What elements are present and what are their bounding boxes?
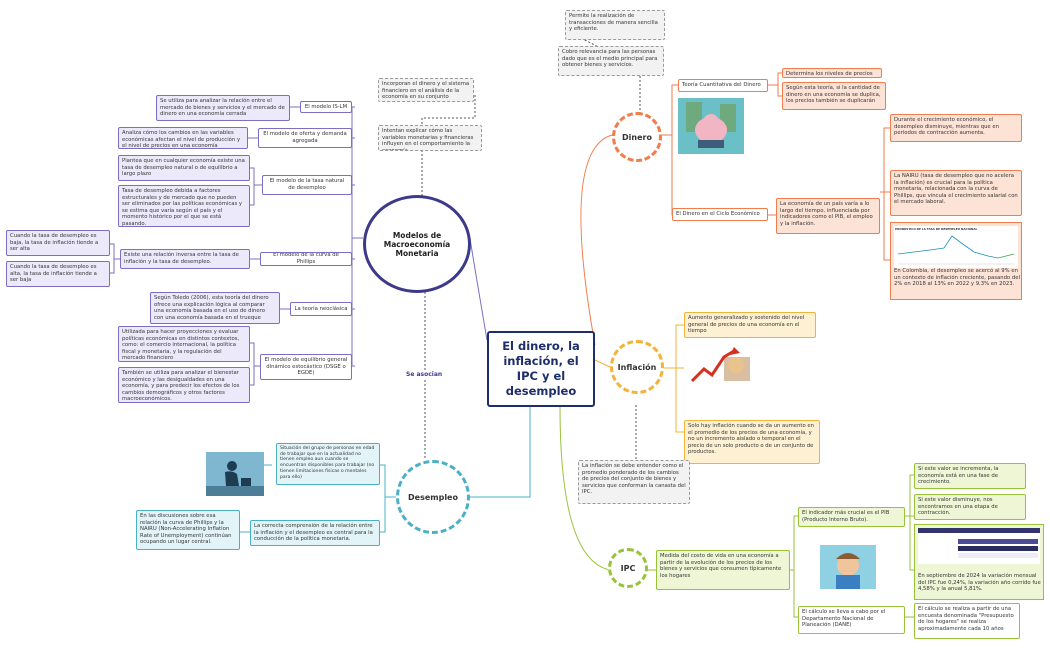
ipc-septiembre: En septiembre de 2024 la variación mensu…: [918, 573, 1041, 593]
tasa-natural-desc-1: Plantea que en cualquier economía existe…: [118, 155, 250, 181]
hub-inflacion[interactable]: Inflación: [610, 340, 664, 394]
ciclo-item-2: La NAIRU (tasa de desempleo que no acele…: [890, 170, 1022, 216]
pib-item-1: Si este valor se incrementa, la economía…: [914, 463, 1026, 489]
hub-dinero[interactable]: Dinero: [612, 112, 662, 162]
inflacion-note: La inflación se debe entender como el pr…: [578, 460, 690, 504]
tasa-natural-desc-2: Tasa de desempleo debida a factores estr…: [118, 185, 250, 227]
colombia-unemployment-panel: PRONÓSTICO DE LA TASA DE DESEMPLEO NACIO…: [890, 222, 1022, 300]
desempleo-nairu: En las discusiones sobre esa relación la…: [136, 510, 240, 550]
desempleo-desc: Situación del grupo de personas en edad …: [276, 443, 380, 485]
central-topic[interactable]: El dinero, la inflación, el IPC y el des…: [487, 331, 595, 407]
teoria-item-1: Determina los niveles de precios: [782, 68, 882, 78]
phillips-sub-1: Cuando la tasa de desempleo es baja, la …: [6, 230, 110, 256]
ipc-dane: El cálculo se lleva a cabo por el Depart…: [798, 606, 905, 634]
inflacion-item-1: Aumento generalizado y sostenido del niv…: [684, 312, 816, 338]
hub-modelos[interactable]: Modelos de Macroeconomía Monetaria: [363, 195, 471, 293]
desempleo-relacion: La correcta comprensión de la relación e…: [250, 520, 380, 546]
phillips-sub-2: Cuando la tasa de desempleo es alta, la …: [6, 261, 110, 287]
desempleo-image: [206, 452, 264, 496]
modelos-note-1: Incorporan el dinero y el sistema financ…: [378, 78, 474, 102]
modelo-is-lm-desc: Se utiliza para analizar la relación ent…: [156, 95, 290, 121]
hub-desempleo[interactable]: Desempleo: [396, 460, 470, 534]
modelo-curva-phillips[interactable]: El modelo de la curva de Phillips: [260, 252, 352, 266]
ipc-desc: Medida del costo de vida en una economía…: [656, 550, 790, 590]
inflacion-item-2: Solo hay inflación cuando se da un aumen…: [684, 420, 820, 464]
ipc-pib: El indicador más crucial es el PIB (Prod…: [798, 507, 905, 527]
ipc-image: [820, 545, 876, 589]
ipc-table-image: [918, 528, 1040, 564]
connector-label: Se asocian: [404, 371, 445, 378]
dsge-desc-1: Utilizada para hacer proyecciones y eval…: [118, 326, 250, 362]
dinero-ciclo[interactable]: El Dinero en el Ciclo Económico: [672, 208, 768, 221]
modelo-oferta-demanda[interactable]: El modelo de oferta y demanda agregada: [258, 128, 352, 148]
dsge-desc-2: También se utiliza para analizar el bien…: [118, 367, 250, 403]
dinero-note-2: Cobro relevancia para las personas dado …: [558, 46, 664, 76]
ciclo-desc: La economía de un país varía a lo largo …: [776, 198, 880, 234]
dinero-note-1: Permite la realización de transacciones …: [565, 10, 665, 40]
teoria-neoclasica[interactable]: La teoría neoclásica: [290, 302, 352, 316]
modelo-tasa-natural[interactable]: El modelo de la tasa natural de desemple…: [262, 175, 352, 195]
ipc-encuesta: El cálculo se realiza a partir de una en…: [914, 603, 1020, 639]
ipc-table-panel: En septiembre de 2024 la variación mensu…: [914, 524, 1044, 600]
modelo-dsge[interactable]: El modelo de equilibrio general dinámico…: [260, 354, 352, 380]
hub-ipc[interactable]: IPC: [608, 548, 648, 588]
curva-phillips-desc: Existe una relación inversa entre la tas…: [120, 249, 250, 269]
chart-title: PRONÓSTICO DE LA TASA DE DESEMPLEO NACIO…: [895, 227, 978, 231]
inflation-arrow-image: [688, 345, 754, 389]
unemployment-chart: PRONÓSTICO DE LA TASA DE DESEMPLEO NACIO…: [894, 226, 1018, 268]
teoria-item-2: Según esta teoría, si la cantidad de din…: [782, 82, 886, 110]
ciclo-item-1: Durante el crecimiento económico, el des…: [890, 114, 1022, 142]
colombia-desempleo: En Colombia, el desempleo se acercó al 9…: [894, 268, 1020, 288]
modelos-note-2: Intentan explicar cómo las variables mon…: [378, 125, 482, 151]
teoria-neoclasica-desc: Según Toledo (2006), esta teoría del din…: [150, 292, 280, 324]
pib-item-2: Si este valor disminuye, nos encontramos…: [914, 494, 1026, 520]
modelo-is-lm[interactable]: El modelo IS-LM: [300, 101, 352, 113]
modelo-oferta-demanda-desc: Analiza cómo los cambios en las variable…: [118, 127, 248, 149]
piggy-bank-image: [678, 98, 744, 154]
teoria-cuantitativa[interactable]: Teoría Cuantitativa del Dinero: [678, 79, 768, 92]
